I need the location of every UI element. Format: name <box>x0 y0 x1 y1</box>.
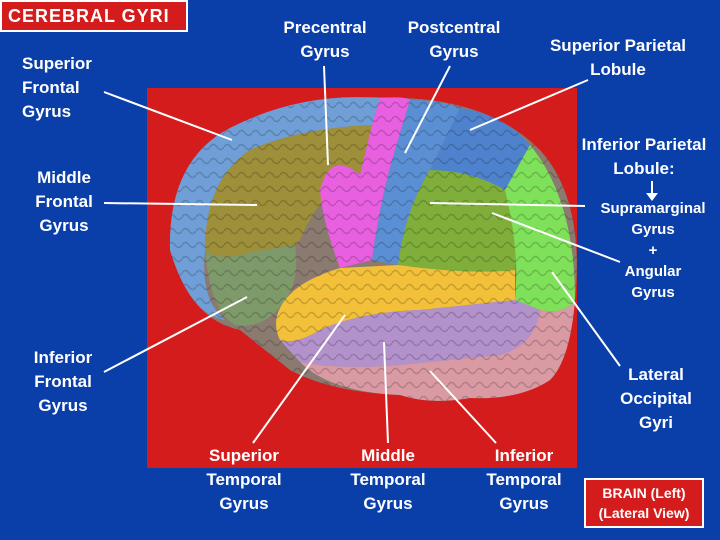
label-postcentral: Postcentral Gyrus <box>393 16 515 64</box>
label-superior-frontal: Superior Frontal Gyrus <box>22 52 92 124</box>
label-middle-temporal: Middle Temporal Gyrus <box>338 444 438 516</box>
label-lateral-occipital: Lateral Occipital Gyri <box>600 363 712 435</box>
label-supramarginal-angular: Supramarginal Gyrus + Angular Gyrus <box>584 198 720 303</box>
label-precentral: Precentral Gyrus <box>266 16 384 64</box>
label-inferior-frontal: Inferior Frontal Gyrus <box>22 346 104 418</box>
label-inferior-temporal: Inferior Temporal Gyrus <box>474 444 574 516</box>
label-superior-parietal: Superior Parietal Lobule <box>532 34 704 82</box>
view-caption: BRAIN (Left) (Lateral View) <box>584 478 704 528</box>
label-superior-temporal: Superior Temporal Gyrus <box>194 444 294 516</box>
label-middle-frontal: Middle Frontal Gyrus <box>24 166 104 238</box>
label-inferior-parietal: Inferior Parietal Lobule: <box>570 133 718 181</box>
